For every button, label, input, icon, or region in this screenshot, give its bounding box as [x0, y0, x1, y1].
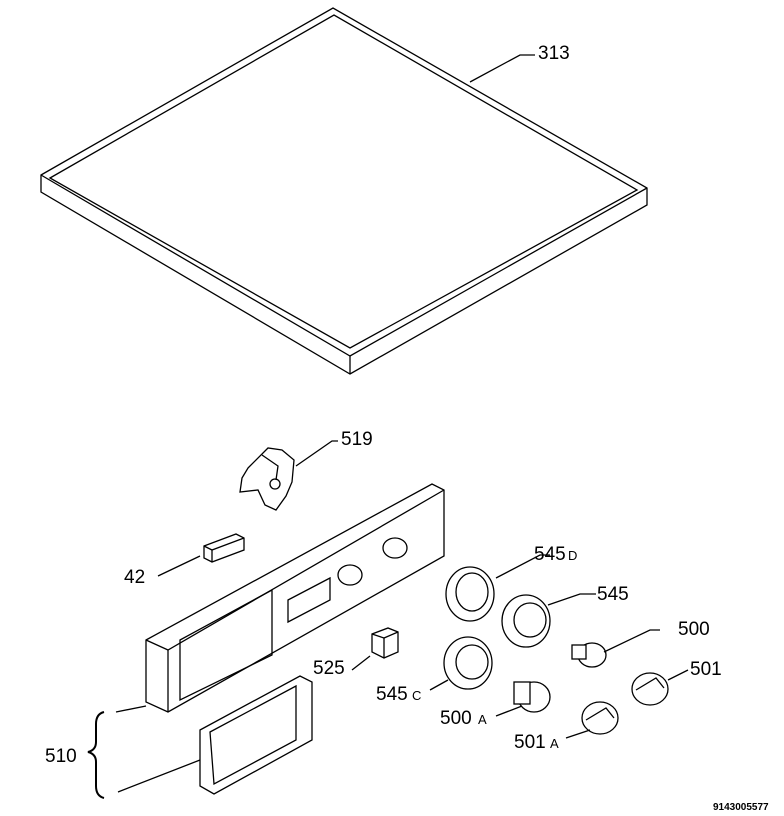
button-42: 42 [124, 533, 245, 588]
label-545d-suffix: D [568, 548, 577, 563]
label-545: 545 [597, 584, 629, 605]
switch-525: 525 [313, 627, 399, 679]
label-510: 510 [45, 746, 77, 767]
lid-313: 313 [40, 7, 648, 375]
label-545c: 545 [376, 684, 408, 705]
knob-500: 500 [571, 619, 710, 668]
lever-519: 519 [239, 429, 373, 511]
bezel-545c: 545 C [376, 636, 493, 705]
knob-501a: 501 A [514, 701, 619, 753]
label-545c-suffix: C [412, 688, 421, 703]
label-500a-suffix: A [478, 712, 487, 727]
label-313: 313 [538, 43, 570, 64]
label-500a: 500 [440, 708, 472, 729]
label-545d: 545 [534, 544, 566, 565]
label-501a-suffix: A [550, 736, 559, 751]
panel-510: 510 [45, 483, 445, 799]
bezel-545: 545 [501, 584, 629, 648]
label-525: 525 [313, 658, 345, 679]
knob-500a: 500 A [440, 681, 551, 729]
bezel-545d: 545 D [445, 544, 577, 622]
label-500: 500 [678, 619, 710, 640]
knob-501: 501 [631, 659, 722, 706]
drawing-code: 9143005577 [713, 802, 769, 813]
label-519: 519 [341, 429, 373, 450]
label-501a: 501 [514, 732, 546, 753]
label-42: 42 [124, 567, 145, 588]
label-501: 501 [690, 659, 722, 680]
